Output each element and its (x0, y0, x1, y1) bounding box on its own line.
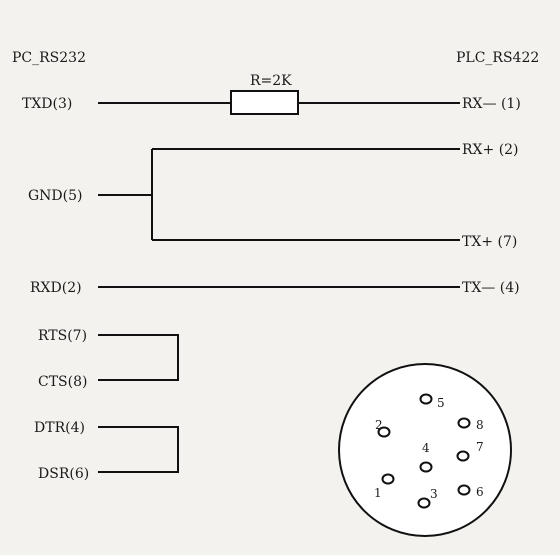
dtr-label: DTR(4) (34, 420, 85, 436)
connector-pin-2 (377, 426, 391, 438)
resistor-label: R=2K (250, 73, 292, 89)
dsr-label: DSR(6) (38, 466, 89, 482)
rx-plus-label: RX+ (2) (462, 142, 519, 158)
pin-1-number: 1 (374, 486, 382, 500)
left-header: PC_RS232 (12, 50, 86, 66)
right-header: PLC_RS422 (456, 50, 539, 66)
rxd-label: RXD(2) (30, 280, 82, 296)
pin-5-number: 5 (437, 396, 445, 410)
tx-minus-label: TX— (4) (462, 280, 520, 296)
connector-pin-3 (417, 497, 431, 509)
pin-2-number: 2 (375, 418, 383, 432)
connector-pin-1 (381, 473, 395, 485)
connector-pin-8 (457, 417, 471, 429)
pin-4-number: 4 (422, 441, 430, 455)
txd-label: TXD(3) (22, 96, 72, 112)
rx-minus-label: RX— (1) (462, 96, 521, 112)
resistor-symbol (230, 90, 299, 115)
connector-pin-5 (419, 393, 433, 405)
pin-3-number: 3 (430, 487, 438, 501)
dtr-dsr-loop (98, 426, 179, 473)
rts-label: RTS(7) (38, 328, 87, 344)
pin-7-number: 7 (476, 440, 484, 454)
rts-cts-loop (98, 334, 179, 381)
pin-8-number: 8 (476, 418, 484, 432)
pin-6-number: 6 (476, 485, 484, 499)
cts-label: CTS(8) (38, 374, 87, 390)
connector-pin-4 (419, 461, 433, 473)
gnd-label: GND(5) (28, 188, 83, 204)
connector-pin-7 (456, 450, 470, 462)
tx-plus-label: TX+ (7) (462, 234, 517, 250)
connector-pin-6 (457, 484, 471, 496)
